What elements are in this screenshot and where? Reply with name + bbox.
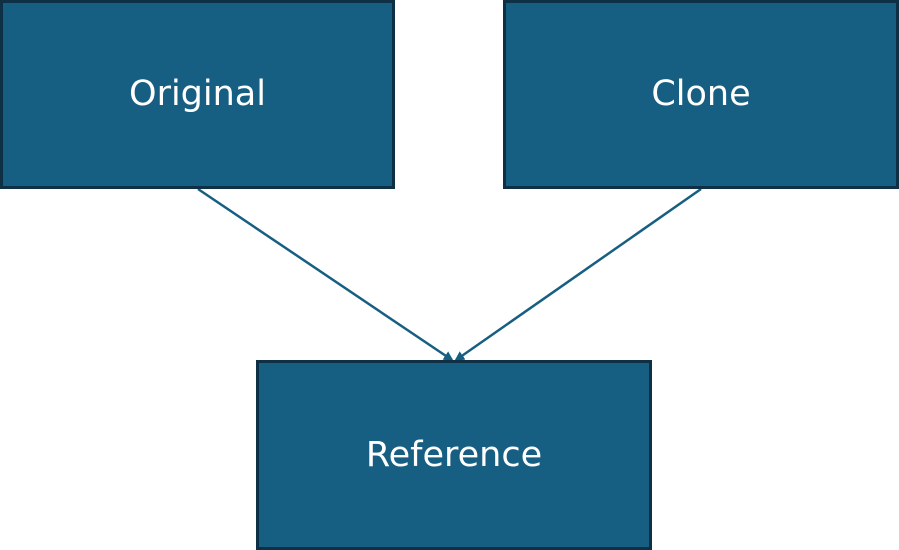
node-reference: Reference xyxy=(256,360,652,550)
node-clone-label: Clone xyxy=(651,74,751,114)
node-clone: Clone xyxy=(503,0,899,189)
edge-clone-to-reference xyxy=(454,187,702,362)
edge-original-to-reference xyxy=(197,187,454,362)
node-original: Original xyxy=(0,0,395,189)
node-original-label: Original xyxy=(129,74,266,114)
node-reference-label: Reference xyxy=(365,434,543,475)
